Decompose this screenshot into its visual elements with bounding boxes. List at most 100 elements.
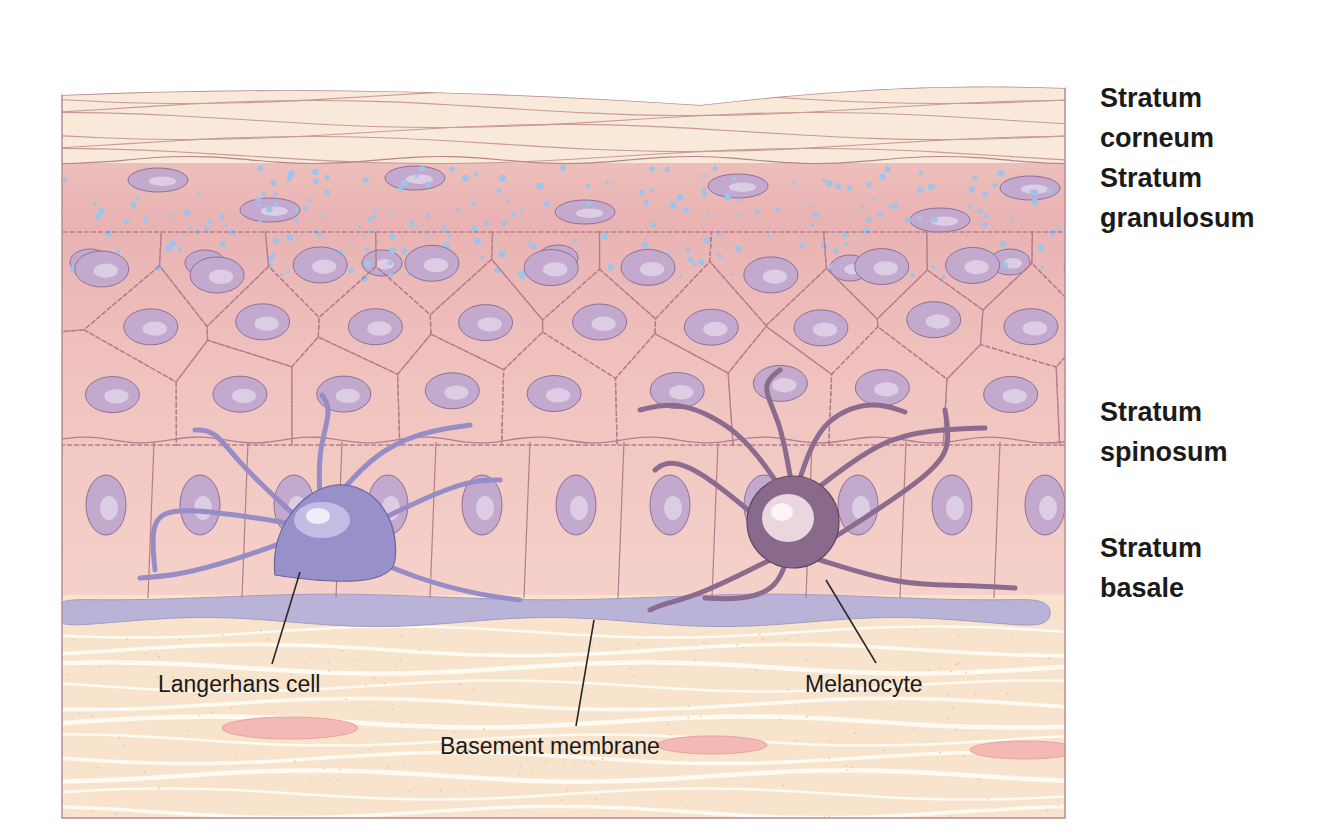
basal-top-edge [62,437,1065,443]
dermis-speck [144,771,146,773]
keratohyalin-granule [755,209,760,214]
dermis-speck [103,698,105,700]
nucleus-highlight [1003,389,1027,403]
keratohyalin-granule [280,273,284,277]
keratohyalin-granule [931,266,935,270]
dermis-speck [260,630,262,632]
dermis-speck [384,682,386,684]
keratohyalin-granule [123,219,128,224]
keratohyalin-granule [860,206,864,210]
dermis-speck [782,785,784,787]
nucleus-highlight [261,206,288,216]
dermis-speck [795,706,797,708]
dermis-speck [994,807,996,809]
keratohyalin-granule [447,233,452,238]
nucleus-highlight [570,496,588,520]
keratohyalin-granule [683,207,689,213]
keratohyalin-granule [650,166,655,171]
dermis-speck [339,769,341,771]
dermis-speck [158,788,160,790]
dermis-speck [806,659,808,661]
cell-nucleus [236,304,290,340]
keratohyalin-granule [294,218,299,223]
keratohyalin-granule [130,202,136,208]
keratohyalin-granule [261,192,265,196]
keratohyalin-granule [311,170,316,175]
keratohyalin-granule [303,206,308,211]
nucleus-highlight [926,314,950,328]
keratohyalin-granule [1031,198,1038,205]
cell-nucleus [128,168,188,192]
spinous-cell-outline [1056,334,1065,445]
nucleus-highlight [1023,321,1047,335]
spinous-cell-outline [207,266,319,366]
keratohyalin-granule [892,203,898,209]
spinous-cell-outline [292,337,400,445]
keratohyalin-granule [462,175,469,182]
keratohyalin-granule [639,190,645,196]
keratohyalin-granule [498,251,505,258]
keratohyalin-granule [998,170,1005,177]
dermis-speck [956,663,958,665]
keratohyalin-granule [692,262,696,266]
dermis-speck [981,674,983,676]
keratohyalin-granule [442,225,447,230]
dermis-speck [951,815,953,817]
keratohyalin-granule [800,243,805,248]
cell-nucleus [555,200,615,224]
collagen-fiber [62,770,1065,782]
keratohyalin-granule [266,206,273,213]
keratohyalin-granule [928,183,935,190]
cell-nucleus [946,247,1000,283]
dermis-speck [408,791,410,793]
keratohyalin-granule [178,248,183,253]
dermis-speck [599,645,601,647]
cell-nucleus [362,250,402,276]
nucleus-highlight [477,317,501,331]
keratohyalin-granule [169,214,173,218]
dermis-speck [1061,687,1063,689]
keratohyalin-granule [184,210,190,216]
corneum-edge [62,156,1065,163]
keratohyalin-granule [321,214,325,218]
dermis-speck [127,638,129,640]
keratohyalin-granule [255,196,261,202]
keratohyalin-granule [713,166,718,171]
cell-nucleus [425,373,479,409]
dermis-speck [400,658,402,660]
dermis-speck [964,755,966,757]
nucleus-highlight [1039,496,1057,520]
nucleus-highlight [367,321,391,335]
dermis-speck [471,784,473,786]
dermis-speck [924,780,926,782]
cell-nucleus [524,250,578,286]
keratohyalin-granule [866,217,871,222]
dermis-speck [573,765,575,767]
dermis-speck [806,716,808,718]
keratohyalin-granule [116,249,120,253]
spinous-cell-outline [615,334,733,445]
collagen-fiber [62,644,1065,655]
dermis-speck [309,781,311,783]
keratohyalin-granule [363,177,369,183]
dermis-speck [561,799,563,801]
dermis-speck [267,639,269,641]
keratohyalin-granule [601,233,608,240]
keratohyalin-granule [706,212,709,215]
dermis-speck [473,713,475,715]
nucleus-highlight [772,378,796,392]
nucleus-highlight [874,261,898,275]
nucleus-highlight [640,262,664,276]
spinous-cell-outline [600,232,712,319]
melanocyte [640,370,1015,610]
keratohyalin-granule [287,234,294,241]
keratohyalin-granule [1049,230,1056,237]
dermis-speck [199,714,201,716]
nucleus-highlight [336,389,360,403]
keratohyalin-granule [1041,266,1044,269]
spinous-cell-outline [1032,232,1065,317]
keratohyalin-granule [387,212,390,215]
cell-nucleus [838,475,878,535]
basal-cells [62,437,1065,598]
keratohyalin-granule [608,264,615,271]
